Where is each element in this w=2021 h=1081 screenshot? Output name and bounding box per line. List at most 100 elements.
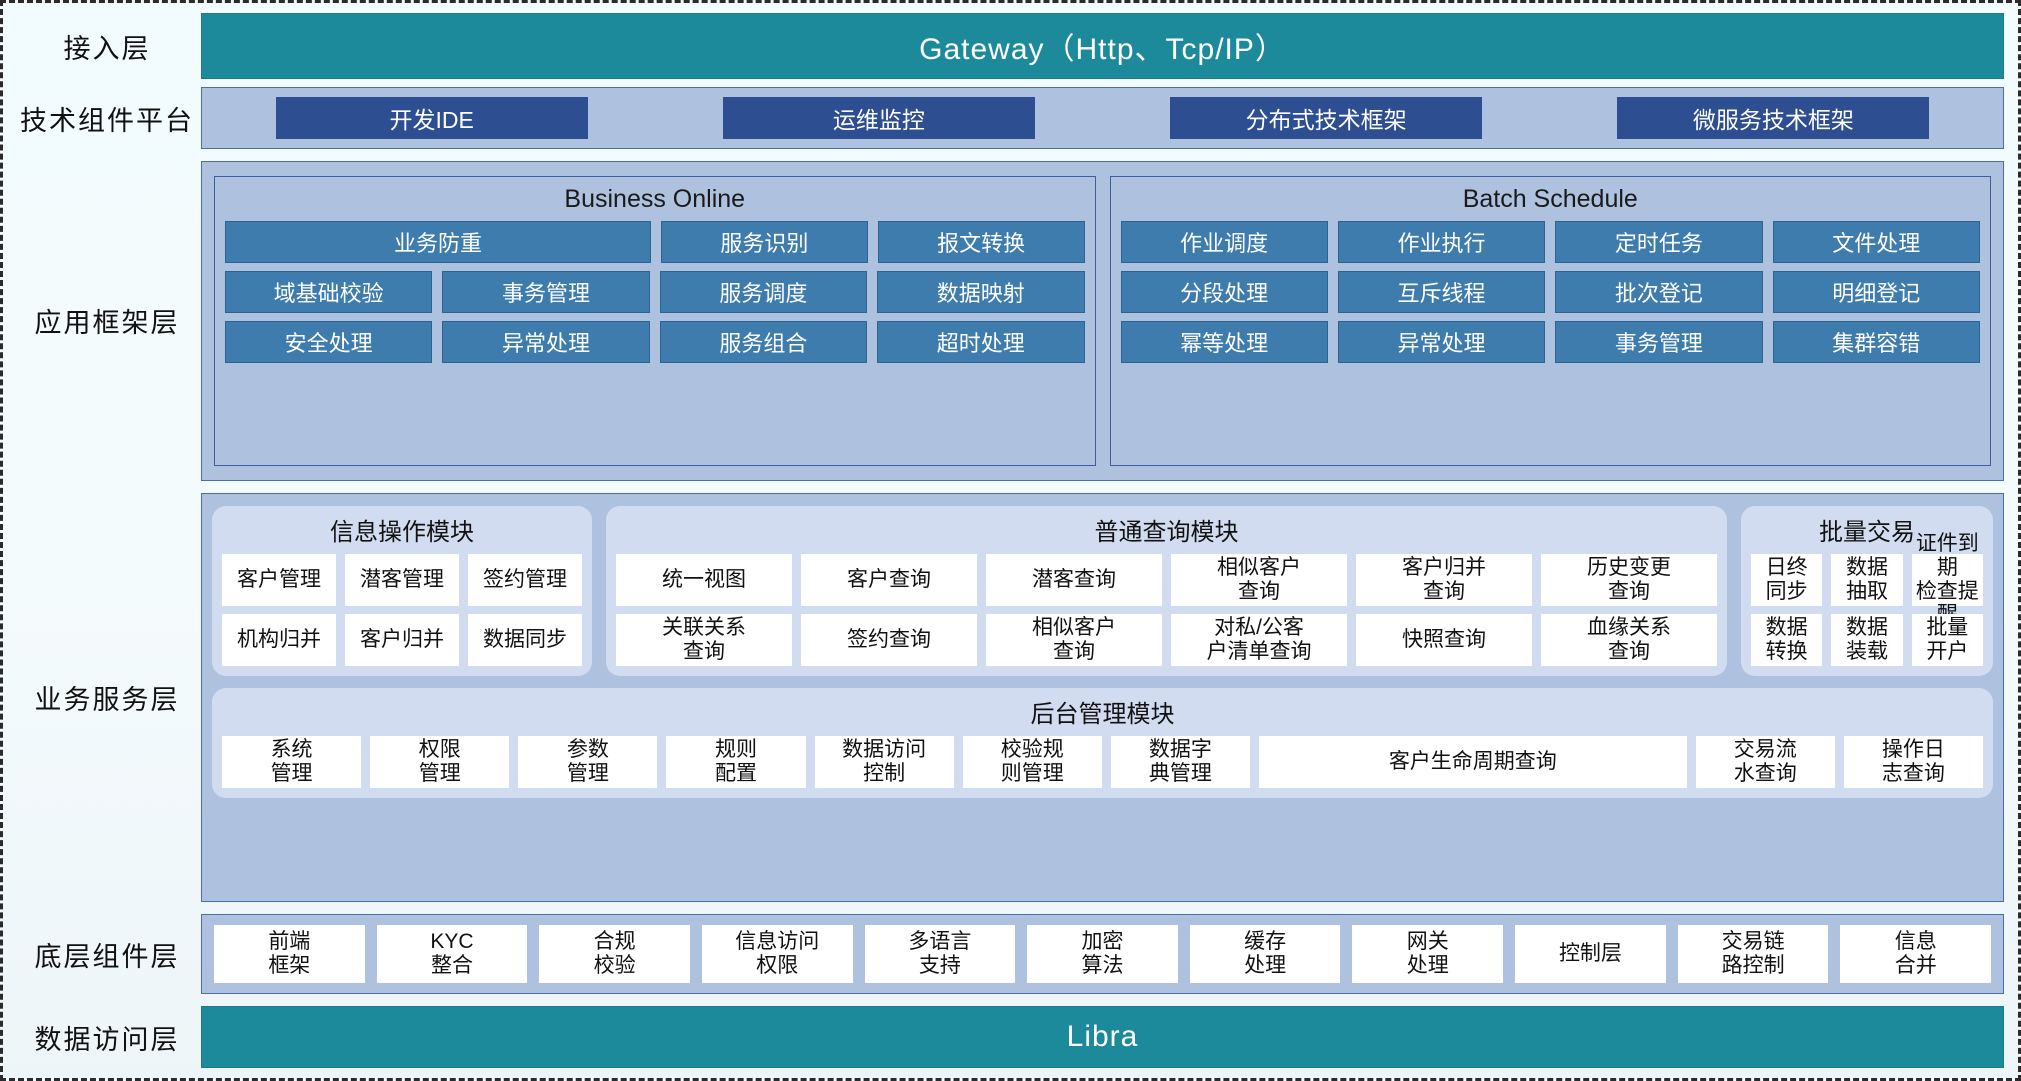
framework-cell[interactable]: 异常处理 bbox=[442, 321, 650, 363]
framework-cell[interactable]: 作业执行 bbox=[1337, 221, 1546, 263]
framework-cell[interactable]: 定时任务 bbox=[1555, 221, 1763, 263]
module-cell[interactable]: 数据抽取 bbox=[1831, 553, 1903, 606]
layer-body-5: Libra bbox=[201, 1006, 2004, 1068]
framework-cell[interactable]: 互斥线程 bbox=[1337, 271, 1546, 313]
framework-cell[interactable]: 数据映射 bbox=[877, 271, 1085, 313]
module-row: 客户管理潜客管理签约管理 bbox=[222, 553, 582, 606]
module-cell[interactable]: 相似客户查询 bbox=[986, 613, 1162, 666]
admin-cell[interactable]: 交易流水查询 bbox=[1695, 735, 1835, 788]
framework-grid-0: 业务防重服务识别报文转换域基础校验事务管理服务调度数据映射安全处理异常处理服务组… bbox=[225, 221, 1085, 363]
framework-cell[interactable]: 超时处理 bbox=[877, 321, 1085, 363]
framework-group-title-1: Batch Schedule bbox=[1462, 185, 1638, 213]
framework-cell[interactable]: 服务识别 bbox=[660, 221, 868, 263]
admin-cell[interactable]: 系统管理 bbox=[222, 735, 362, 788]
framework-cell[interactable]: 幂等处理 bbox=[1120, 321, 1328, 363]
admin-cell[interactable]: 参数管理 bbox=[518, 735, 658, 788]
module-cell[interactable]: 签约查询 bbox=[801, 613, 977, 666]
framework-cell[interactable]: 安全处理 bbox=[225, 321, 433, 363]
module-cell[interactable]: 相似客户查询 bbox=[1171, 553, 1347, 606]
framework-cell[interactable]: 文件处理 bbox=[1772, 221, 1980, 263]
framework-cell[interactable]: 服务调度 bbox=[659, 271, 868, 313]
module-cell[interactable]: 客户归并 bbox=[345, 613, 459, 666]
tech-chip-2[interactable]: 分布式技术框架 bbox=[1170, 97, 1483, 139]
module-cell[interactable]: 关联关系查询 bbox=[616, 613, 792, 666]
framework-cell[interactable]: 报文转换 bbox=[877, 221, 1085, 263]
module-title-0: 信息操作模块 bbox=[330, 518, 474, 546]
tech-chip-group: 开发IDE 运维监控 分布式技术框架 微服务技术框架 bbox=[202, 88, 2003, 148]
framework-cell[interactable]: 域基础校验 bbox=[225, 271, 433, 313]
framework-row: 作业调度作业执行定时任务文件处理 bbox=[1120, 221, 1980, 263]
framework-cell[interactable]: 批次登记 bbox=[1555, 271, 1763, 313]
module-cell[interactable]: 证件到期检查提醒 bbox=[1911, 532, 1983, 626]
module-row: 数据转换数据装载批量开户 bbox=[1751, 613, 1983, 666]
module-cell[interactable]: 数据装载 bbox=[1831, 613, 1903, 666]
framework-grid-1: 作业调度作业执行定时任务文件处理分段处理互斥线程批次登记明细登记幂等处理异常处理… bbox=[1120, 221, 1980, 363]
base-cell[interactable]: 信息访问权限 bbox=[701, 925, 853, 983]
base-cell[interactable]: 控制层 bbox=[1515, 925, 1666, 983]
base-cell[interactable]: 加密算法 bbox=[1027, 925, 1178, 983]
base-cell[interactable]: 网关处理 bbox=[1352, 925, 1504, 983]
layer-label-3: 业务服务层 bbox=[34, 684, 180, 715]
framework-cell[interactable]: 集群容错 bbox=[1772, 321, 1980, 363]
tech-chip-1[interactable]: 运维监控 bbox=[722, 97, 1035, 139]
admin-cell[interactable]: 操作日志查询 bbox=[1843, 735, 1983, 788]
admin-cell[interactable]: 规则配置 bbox=[666, 735, 806, 788]
tech-chip-3[interactable]: 微服务技术框架 bbox=[1617, 97, 1930, 139]
framework-row: 分段处理互斥线程批次登记明细登记 bbox=[1120, 271, 1980, 313]
framework-cell[interactable]: 明细登记 bbox=[1772, 271, 1980, 313]
admin-cell[interactable]: 权限管理 bbox=[370, 735, 510, 788]
base-cell[interactable]: 交易链路控制 bbox=[1677, 925, 1829, 983]
module-cell[interactable]: 客户归并查询 bbox=[1356, 553, 1532, 606]
module-cell[interactable]: 日终同步 bbox=[1751, 553, 1823, 606]
framework-cell[interactable]: 事务管理 bbox=[442, 271, 650, 313]
module-cell[interactable]: 快照查询 bbox=[1356, 613, 1532, 666]
module-cell[interactable]: 客户管理 bbox=[222, 553, 336, 606]
module-cell[interactable]: 历史变更查询 bbox=[1541, 553, 1717, 606]
framework-row: 安全处理异常处理服务组合超时处理 bbox=[225, 321, 1085, 363]
module-cell[interactable]: 对私/公客户清单查询 bbox=[1171, 613, 1347, 666]
module-0: 信息操作模块客户管理潜客管理签约管理机构归并客户归并数据同步 bbox=[212, 505, 592, 676]
base-cell[interactable]: 多语言支持 bbox=[864, 925, 1016, 983]
admin-cell[interactable]: 客户生命周期查询 bbox=[1258, 735, 1687, 788]
framework-cell[interactable]: 事务管理 bbox=[1555, 321, 1763, 363]
module-cell[interactable]: 血缘关系查询 bbox=[1541, 613, 1717, 666]
framework-cell[interactable]: 作业调度 bbox=[1120, 221, 1328, 263]
layer-body-1: 开发IDE 运维监控 分布式技术框架 微服务技术框架 bbox=[201, 87, 2004, 149]
module-cell[interactable]: 客户查询 bbox=[801, 553, 977, 606]
module-cell[interactable]: 批量开户 bbox=[1911, 613, 1983, 666]
base-cell[interactable]: 前端框架 bbox=[214, 925, 365, 983]
module-cell[interactable]: 机构归并 bbox=[222, 613, 336, 666]
admin-cell[interactable]: 数据访问控制 bbox=[814, 735, 954, 788]
business-service-panel: 信息操作模块客户管理潜客管理签约管理机构归并客户归并数据同步普通查询模块统一视图… bbox=[201, 492, 2004, 902]
base-cell[interactable]: 缓存处理 bbox=[1189, 925, 1341, 983]
admin-cell[interactable]: 校验规则管理 bbox=[962, 735, 1102, 788]
libra-bar: Libra bbox=[201, 1006, 2004, 1068]
module-grid-1: 统一视图客户查询潜客查询相似客户查询客户归并查询历史变更查询关联关系查询签约查询… bbox=[616, 553, 1717, 666]
admin-module: 后台管理模块系统管理权限管理参数管理规则配置数据访问控制校验规则管理数据字典管理… bbox=[212, 687, 1993, 798]
framework-group-title-0: Business Online bbox=[564, 185, 746, 213]
admin-cell[interactable]: 数据字典管理 bbox=[1110, 735, 1250, 788]
framework-cell[interactable]: 异常处理 bbox=[1337, 321, 1546, 363]
framework-cell[interactable]: 服务组合 bbox=[659, 321, 868, 363]
module-cell[interactable]: 签约管理 bbox=[468, 553, 582, 606]
framework-cell[interactable]: 分段处理 bbox=[1120, 271, 1328, 313]
module-cell[interactable]: 潜客管理 bbox=[345, 553, 459, 606]
layer-label-1: 技术组件平台 bbox=[20, 105, 194, 136]
layer-row-3: 业务服务层信息操作模块客户管理潜客管理签约管理机构归并客户归并数据同步普通查询模… bbox=[13, 492, 2004, 902]
module-grid-0: 客户管理潜客管理签约管理机构归并客户归并数据同步 bbox=[222, 553, 582, 666]
base-cell[interactable]: 信息合并 bbox=[1840, 925, 1992, 983]
tech-chip-0[interactable]: 开发IDE bbox=[275, 97, 588, 139]
module-cell[interactable]: 数据转换 bbox=[1751, 613, 1823, 666]
module-cell[interactable]: 统一视图 bbox=[616, 553, 792, 606]
framework-cell[interactable]: 业务防重 bbox=[225, 221, 651, 263]
module-cell[interactable]: 数据同步 bbox=[468, 613, 582, 666]
module-cell[interactable]: 潜客查询 bbox=[986, 553, 1162, 606]
base-cell[interactable]: 合规校验 bbox=[539, 925, 690, 983]
